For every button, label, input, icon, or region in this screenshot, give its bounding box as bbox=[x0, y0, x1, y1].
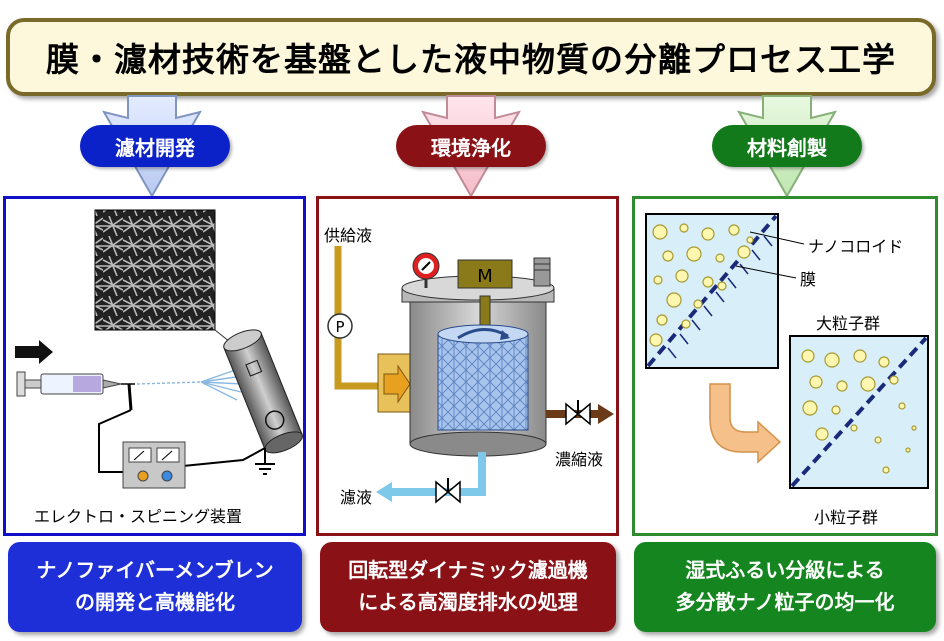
collector-drum-icon bbox=[223, 329, 304, 454]
push-arrow-icon bbox=[15, 340, 53, 364]
valve-icon-concentrate bbox=[565, 400, 591, 426]
pill-material: 材料創製 bbox=[712, 125, 862, 167]
summary-line: ナノファイバーメンブレン bbox=[36, 558, 274, 582]
pill-label: 濾材開発 bbox=[115, 135, 195, 160]
pressure-gauge-icon bbox=[412, 252, 440, 288]
colloid-label: ナノコロイド bbox=[808, 237, 904, 256]
pill-label: 環境浄化 bbox=[431, 135, 511, 160]
concentrate-arrow-icon bbox=[598, 404, 614, 424]
permeation-arrows bbox=[667, 235, 773, 359]
summary-line: 多分散ナノ粒子の均一化 bbox=[675, 590, 895, 614]
valve-icon-filtrate bbox=[435, 478, 461, 504]
nanofiber-micrograph bbox=[94, 209, 216, 331]
vent-icon bbox=[533, 257, 551, 287]
filter-machine-illustration: P M bbox=[327, 246, 614, 504]
rotating-membrane bbox=[437, 333, 529, 431]
pill-environment: 環境浄化 bbox=[396, 125, 546, 167]
classification-illustration bbox=[645, 213, 929, 489]
syringe-icon bbox=[16, 371, 135, 397]
power-supply-icon bbox=[122, 441, 186, 489]
spray-jet bbox=[136, 367, 244, 401]
filtrate-arrow-icon bbox=[376, 482, 392, 502]
pill-filter-development: 濾材開発 bbox=[80, 125, 230, 167]
motor-icon: M bbox=[457, 259, 513, 289]
title-text: 膜・濾材技術を基盤とした液中物質の分離プロセス工学 bbox=[46, 40, 896, 79]
large-particles-label: 大粒子群 bbox=[816, 314, 881, 333]
pill-label: 材料創製 bbox=[747, 135, 827, 160]
colloid-particles-top bbox=[649, 223, 754, 347]
pump-icon: P bbox=[327, 313, 353, 339]
colloid-particles-bottom bbox=[801, 349, 917, 474]
apparatus-label: エレクトロ・スピニング装置 bbox=[34, 507, 243, 526]
membrane-line-top bbox=[646, 214, 778, 368]
motor-label: M bbox=[477, 266, 493, 287]
feed-label: 供給液 bbox=[324, 226, 373, 245]
summary-line: 湿式ふるい分級による bbox=[685, 558, 885, 582]
membrane-line-bottom bbox=[790, 336, 928, 488]
summary-line: の開発と高機能化 bbox=[75, 590, 235, 614]
panel-dynamic-filtration bbox=[316, 196, 619, 536]
summary-line: による高濁度排水の処理 bbox=[358, 590, 578, 614]
title-banner: 膜・濾材技術を基盤とした液中物質の分離プロセス工学 bbox=[6, 18, 936, 96]
filtrate-label: 濾液 bbox=[340, 488, 373, 507]
summary-electrospinning: ナノファイバーメンブレン の開発と高機能化 bbox=[8, 542, 302, 632]
concentrate-label: 濃縮液 bbox=[555, 450, 604, 469]
electrospinning-illustration bbox=[15, 209, 304, 489]
summary-classification: 湿式ふるい分級による 多分散ナノ粒子の均一化 bbox=[634, 542, 936, 632]
small-particles-label: 小粒子群 bbox=[814, 508, 879, 527]
inlet-arrow-icon bbox=[383, 364, 411, 404]
summary-filtration: 回転型ダイナミック濾過機 による高濁度排水の処理 bbox=[320, 542, 616, 632]
summary-line: 回転型ダイナミック濾過機 bbox=[348, 558, 588, 582]
membrane-label: 膜 bbox=[800, 270, 817, 289]
flow-arrows bbox=[101, 95, 838, 199]
curved-arrow-icon bbox=[709, 383, 782, 464]
pump-label: P bbox=[335, 318, 344, 336]
